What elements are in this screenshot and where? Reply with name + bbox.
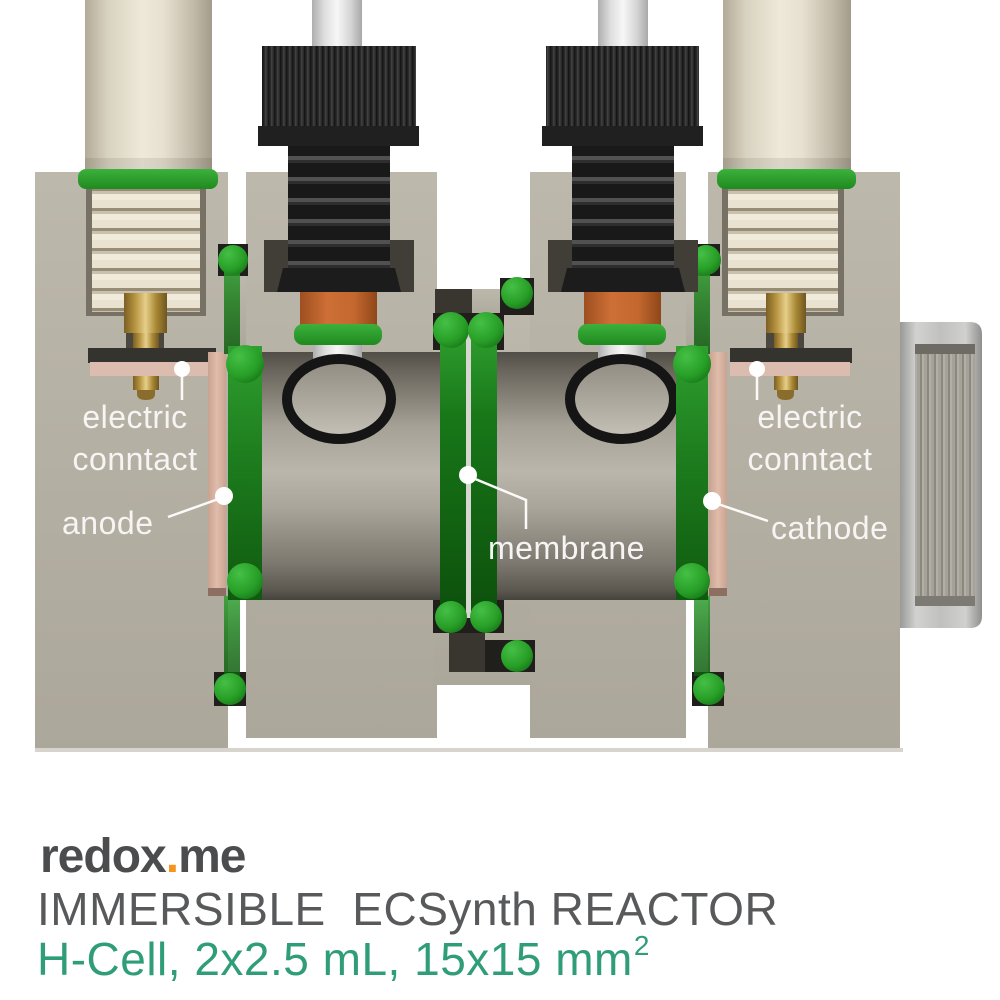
- product-title: IMMERSIBLE ECSynth REACTOR: [37, 883, 779, 935]
- membrane-dot: [459, 466, 477, 484]
- label-cathode: cathode: [771, 510, 889, 546]
- logo-suffix: me: [178, 830, 246, 883]
- anode-gasket: [228, 346, 262, 600]
- label-electric-contact-left: electric conntact: [55, 396, 215, 480]
- redoxme-logo: redox.me: [40, 829, 246, 884]
- fitting-left: [258, 46, 419, 345]
- leader-dots: [174, 361, 765, 510]
- electrode-gasket-left: [78, 169, 218, 189]
- label-membrane: membrane: [488, 530, 645, 566]
- electrode-body-right: [723, 0, 851, 176]
- tubing-left: [312, 0, 362, 54]
- subtitle-superscript: 2: [633, 929, 650, 961]
- label-line: electric: [757, 399, 863, 435]
- reactor-cross-section-render: [35, 0, 982, 752]
- label-anode: anode: [62, 505, 154, 541]
- clamp-bracket: [900, 322, 982, 628]
- tubing-right: [598, 0, 648, 54]
- anode-dot: [215, 487, 233, 505]
- logo-prefix: redox: [40, 830, 167, 883]
- cathode-gasket: [676, 346, 708, 600]
- membrane-assembly: [440, 330, 497, 620]
- fitting-right: [542, 46, 703, 345]
- label-electric-contact-right: electric conntact: [730, 396, 890, 480]
- label-line: electric: [82, 399, 188, 435]
- o-rings: [214, 245, 725, 705]
- electrode-thread-right: [722, 182, 844, 354]
- electrode-body-left: [85, 0, 212, 176]
- electric-contact-left-dot: [174, 361, 190, 377]
- subtitle-text: H-Cell, 2x2.5 mL, 15x15 mm: [37, 933, 633, 985]
- chamber-port-right: [565, 354, 679, 444]
- product-subtitle: H-Cell, 2x2.5 mL, 15x15 mm2: [37, 929, 650, 986]
- electric-contact-right-dot: [749, 361, 765, 377]
- label-line: conntact: [72, 441, 198, 477]
- cathode-dot: [703, 492, 721, 510]
- electric-contact-left: [88, 348, 226, 596]
- chamber-port-left: [282, 354, 396, 444]
- label-line: conntact: [747, 441, 873, 477]
- electrode-gasket-right: [717, 169, 856, 189]
- logo-dot: .: [165, 830, 179, 883]
